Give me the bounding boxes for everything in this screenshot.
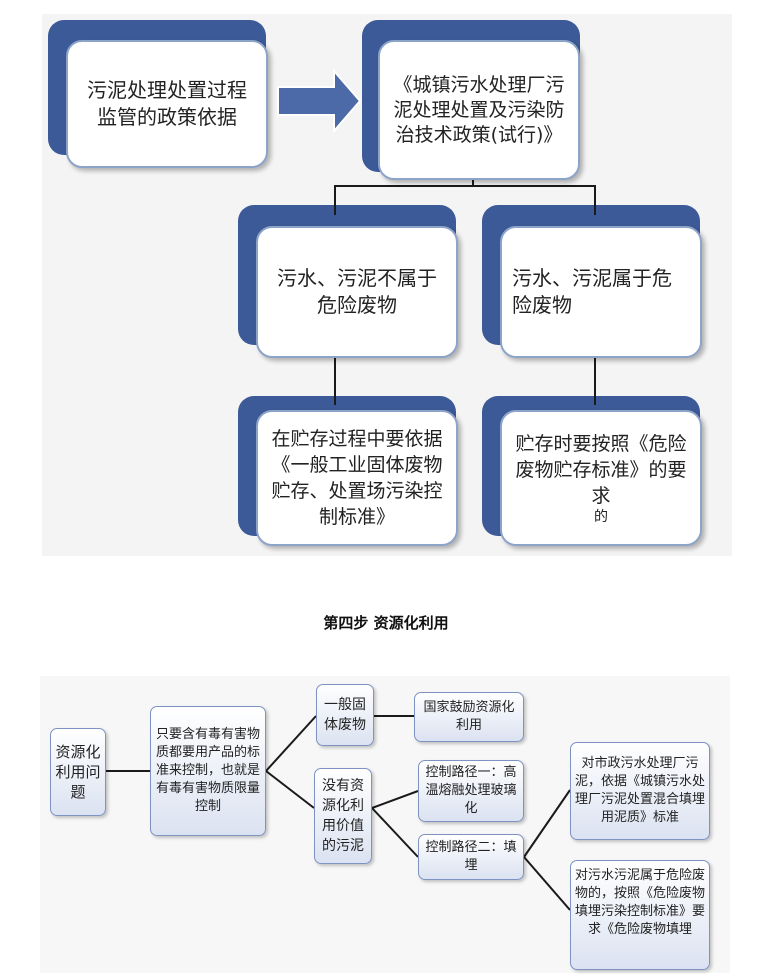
path-two-text: 控制路径二：填埋 [425,840,517,873]
policy-doc-text: 《城镇污水处理厂污泥处理处置及污染防治技术政策(试行)》 [393,73,565,146]
non-hazardous-text: 污水、污泥不属于危险废物 [277,266,437,317]
top-connectors [277,68,596,405]
municipal-landfill-text: 对市政污水处理厂污泥，依据《城镇污水处理厂污泥处置混合填埋用泥质》标准 [575,756,706,825]
no-value-sludge-node: 没有资源化利用价值的污泥 [314,768,372,864]
path-two-node: 控制路径二：填埋 [418,834,524,880]
connector-path2-to-hazardous [523,856,571,911]
no-value-sludge-text: 没有资源化利用价值的污泥 [322,778,364,854]
path-one-text: 控制路径一：高温熔融处理玻璃化 [425,765,517,816]
hazardous-landfill-node: 对污水污泥属于危险废物的，按照《危险废物填埋污染控制标准》要求《危险废物填埋 [570,860,710,970]
general-waste-node: 一般固体废物 [316,684,374,746]
root-text: 资源化利用问题 [55,743,101,801]
state-encourage-text: 国家鼓励资源化利用 [423,700,515,733]
policy-basis-text: 污泥处理处置过程监管的政策依据 [87,78,247,129]
hazardous-landfill-text: 对污水污泥属于危险废物的，按照《危险废物填埋污染控制标准》要求《危险废物填埋 [575,868,706,937]
right-arrow-icon [277,68,362,134]
condition-node: 只要含有毒有害物质都要用产品的标准来控制，也就是有毒有害物质限量控制 [150,706,266,836]
connector-path2-to-municipal [523,789,571,858]
connector-novalue-to-path2 [371,807,419,858]
non-hazardous-card: 污水、污泥不属于危险废物 [256,226,458,358]
step-title: 第四步 资源化利用 [323,614,449,632]
path-one-node: 控制路径一：高温熔融处理玻璃化 [418,760,524,822]
connector-condition-to-general [265,715,317,772]
connector-doc-to-hazardous [473,185,596,215]
hazardous-storage-text: 贮存时要按照《危险废物贮存标准》的要求 [515,433,687,507]
root-node: 资源化利用问题 [50,728,106,816]
hazardous-text: 污水、污泥属于危险废物 [512,266,672,317]
connector-condition-to-novalue [265,770,315,809]
connector-novalue-to-path1 [371,790,419,809]
hazardous-storage-tail-text: 的 [594,509,608,525]
non-hazardous-storage-text: 在贮存过程中要依据《一般工业固体废物贮存、处置场污染控制标准》 [271,428,443,528]
general-waste-text: 一般固体废物 [324,697,366,733]
hazardous-storage-card: 贮存时要按照《危险废物贮存标准》的要求 的 [500,410,702,546]
policy-basis-card: 污泥处理处置过程监管的政策依据 [66,40,268,168]
policy-doc-card: 《城镇污水处理厂污泥处理处置及污染防治技术政策(试行)》 [378,40,580,180]
state-encourage-node: 国家鼓励资源化利用 [414,692,524,742]
municipal-landfill-node: 对市政污水处理厂污泥，依据《城镇污水处理厂污泥处置混合填埋用泥质》标准 [570,742,710,840]
hazardous-card: 污水、污泥属于危险废物 [500,226,702,358]
condition-text: 只要含有毒有害物质都要用产品的标准来控制，也就是有毒有害物质限量控制 [155,727,260,814]
non-hazardous-storage-card: 在贮存过程中要依据《一般工业固体废物贮存、处置场污染控制标准》 [256,410,458,546]
